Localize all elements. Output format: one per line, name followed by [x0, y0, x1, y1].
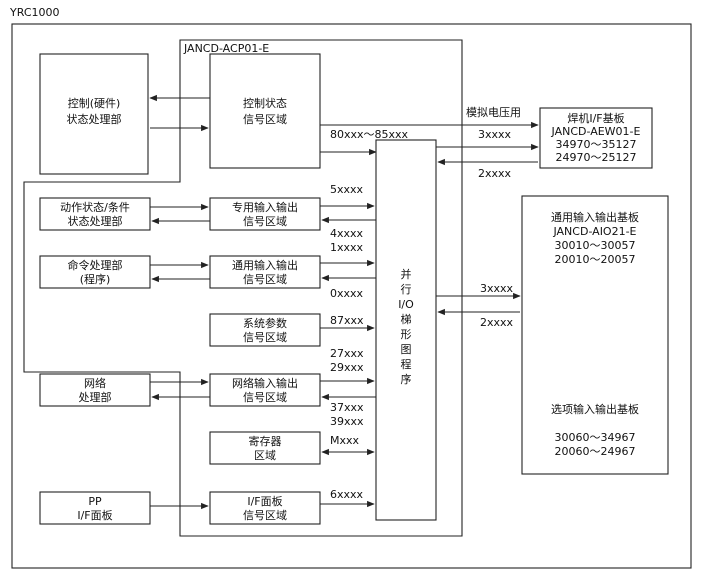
system-params-block: [209, 313, 321, 347]
network-io-block: [209, 373, 321, 407]
control-state-line-1: 控制状态: [243, 96, 287, 110]
label-network-out-b: 39xxx: [330, 415, 364, 428]
pp-panel-line-1: PP: [88, 495, 102, 508]
label-network-out-a: 37xxx: [330, 401, 364, 414]
ladder-char-5: 形: [401, 328, 412, 341]
network-io-line-1: 网络输入输出: [232, 376, 298, 390]
ladder-char-4: 梯: [401, 313, 412, 326]
control-state-block: [209, 53, 321, 169]
label-special-out: 4xxxx: [330, 227, 364, 240]
register-block: [209, 431, 321, 465]
welder-if-board: [539, 107, 653, 169]
ladder-char-7: 程: [401, 358, 412, 371]
general-board-title: 通用输入输出基板: [551, 210, 639, 224]
diagram-title: YRC1000: [9, 6, 60, 19]
acp01-board-label: JANCD-ACP01-E: [183, 42, 269, 55]
label-if-panel: 6xxxx: [330, 488, 364, 501]
pp-panel-block: [39, 491, 151, 525]
network-io-line-2: 信号区域: [243, 391, 287, 404]
special-io-block: [209, 197, 321, 231]
ladder-char-3: I/O: [398, 298, 414, 311]
welder-board-out-range: 24970～25127: [556, 151, 637, 164]
special-io-line-1: 专用输入输出: [232, 200, 298, 214]
system-params-line-2: 信号区域: [243, 331, 287, 344]
if-panel-block: [209, 491, 321, 525]
control-hardware-line-2: 状态处理部: [67, 112, 122, 126]
register-line-1: 寄存器: [249, 434, 282, 448]
motion-state-line-2: 状态处理部: [68, 214, 123, 228]
welder-board-title: 焊机I/F基板: [567, 111, 624, 125]
label-welder-in: 3xxxx: [478, 128, 512, 141]
system-params-line-1: 系统参数: [243, 316, 287, 330]
label-general-out: 0xxxx: [330, 287, 364, 300]
parallel-io-ladder-block: [375, 139, 437, 521]
network-processing-line-2: 处理部: [79, 390, 112, 404]
motion-state-line-1: 动作状态/条件: [60, 200, 130, 214]
label-register: Mxxx: [330, 434, 360, 447]
ladder-char-8: 序: [401, 372, 412, 386]
option-board-title: 选项输入输出基板: [551, 402, 639, 416]
pp-panel-line-2: I/F面板: [77, 508, 112, 522]
label-system-params: 87xxx: [330, 314, 364, 327]
label-welder-out: 2xxxx: [478, 167, 512, 180]
general-board-out-range: 20010～20057: [555, 253, 636, 266]
label-general-in: 1xxxx: [330, 241, 364, 254]
register-line-2: 区域: [254, 449, 276, 462]
option-board-out-range: 20060～24967: [555, 445, 636, 458]
general-io-block: [209, 255, 321, 289]
label-analog-voltage: 模拟电压用: [466, 105, 521, 119]
acp01-board-outline: [23, 39, 463, 537]
command-processing-line-1: 命令处理部: [68, 258, 123, 272]
label-board-out: 2xxxx: [480, 316, 514, 329]
label-80-85xxx: 80xxx～85xxx: [330, 128, 409, 141]
welder-board-in-range: 34970～35127: [556, 138, 637, 151]
command-processing-line-2: (程序): [80, 272, 111, 286]
network-processing-block: [39, 373, 151, 407]
ladder-char-2: 行: [401, 283, 412, 296]
general-io-line-2: 信号区域: [243, 273, 287, 286]
ladder-char-1: 并: [401, 267, 412, 281]
motion-state-block: [39, 197, 151, 231]
label-special-in: 5xxxx: [330, 183, 364, 196]
ladder-char-6: 图: [401, 343, 412, 356]
label-board-in: 3xxxx: [480, 282, 514, 295]
general-board-in-range: 30010～30057: [555, 239, 636, 252]
if-panel-line-2: 信号区域: [243, 509, 287, 522]
io-boards-container: [521, 195, 669, 475]
network-processing-line-1: 网络: [84, 376, 106, 390]
control-hardware-block: [39, 53, 149, 175]
general-board-model: JANCD-AIO21-E: [552, 225, 636, 238]
option-board-in-range: 30060～34967: [555, 431, 636, 444]
label-network-in-a: 27xxx: [330, 347, 364, 360]
control-state-line-2: 信号区域: [243, 113, 287, 126]
special-io-line-2: 信号区域: [243, 215, 287, 228]
general-io-line-1: 通用输入输出: [232, 258, 298, 272]
command-processing-block: [39, 255, 151, 289]
welder-board-model: JANCD-AEW01-E: [551, 125, 641, 138]
control-hardware-line-1: 控制(硬件): [68, 96, 121, 110]
label-network-in-b: 29xxx: [330, 361, 364, 374]
if-panel-line-1: I/F面板: [247, 494, 282, 508]
